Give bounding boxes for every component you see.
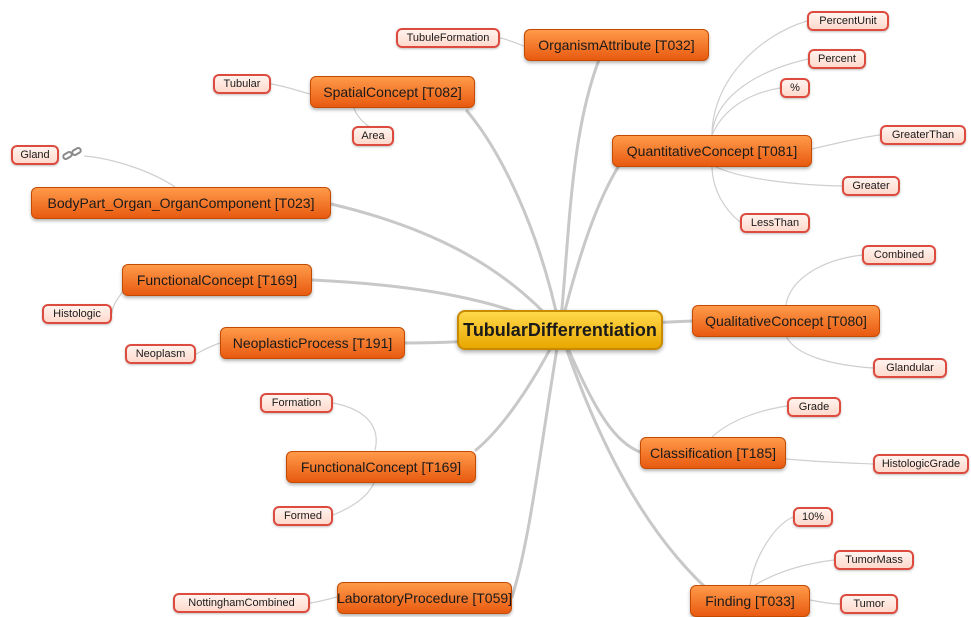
link-icon[interactable]: [61, 146, 83, 162]
leaf-formed[interactable]: Formed: [273, 506, 333, 526]
leaf-combined[interactable]: Combined: [862, 245, 936, 265]
central-topic[interactable]: TubularDifferrentiation: [457, 310, 663, 350]
leaf-greater-than[interactable]: GreaterThan: [880, 125, 966, 145]
leaf-percent-unit[interactable]: PercentUnit: [807, 11, 889, 31]
leaf-tumor[interactable]: Tumor: [840, 594, 898, 614]
topic-classification[interactable]: Classification [T185]: [640, 437, 786, 469]
topic-laboratory-procedure[interactable]: LaboratoryProcedure [T059]: [337, 582, 512, 614]
leaf-greater[interactable]: Greater: [842, 176, 900, 196]
topic-neoplastic-process[interactable]: NeoplasticProcess [T191]: [220, 327, 405, 359]
leaf-nottingham-combined[interactable]: NottinghamCombined: [173, 593, 310, 613]
leaf-histologic[interactable]: Histologic: [42, 304, 112, 324]
topic-functional-concept-2[interactable]: FunctionalConcept [T169]: [286, 451, 476, 483]
leaf-histologic-grade[interactable]: HistologicGrade: [873, 454, 969, 474]
topic-functional-concept-1[interactable]: FunctionalConcept [T169]: [122, 264, 312, 296]
leaf-tumor-mass[interactable]: TumorMass: [834, 550, 914, 570]
topic-finding[interactable]: Finding [T033]: [690, 585, 810, 617]
leaf-gland[interactable]: Gland: [11, 145, 59, 165]
leaf-tubular[interactable]: Tubular: [213, 74, 271, 94]
leaf-percent[interactable]: Percent: [808, 49, 866, 69]
topic-quantitative-concept[interactable]: QuantitativeConcept [T081]: [612, 135, 812, 167]
topic-qualitative-concept[interactable]: QualitativeConcept [T080]: [692, 305, 880, 337]
leaf-percent-sign[interactable]: %: [780, 78, 810, 98]
topic-spatial-concept[interactable]: SpatialConcept [T082]: [310, 76, 475, 108]
topic-body-part-organ[interactable]: BodyPart_Organ_OrganComponent [T023]: [31, 187, 331, 219]
leaf-ten-percent[interactable]: 10%: [793, 507, 833, 527]
leaf-formation[interactable]: Formation: [260, 393, 333, 413]
leaf-tubule-formation[interactable]: TubuleFormation: [396, 28, 500, 48]
leaf-grade[interactable]: Grade: [787, 397, 841, 417]
leaf-neoplasm[interactable]: Neoplasm: [125, 344, 196, 364]
leaf-area[interactable]: Area: [352, 126, 394, 146]
leaf-glandular[interactable]: Glandular: [873, 358, 947, 378]
topic-organism-attribute[interactable]: OrganismAttribute [T032]: [524, 29, 709, 61]
leaf-less-than[interactable]: LessThan: [740, 213, 810, 233]
